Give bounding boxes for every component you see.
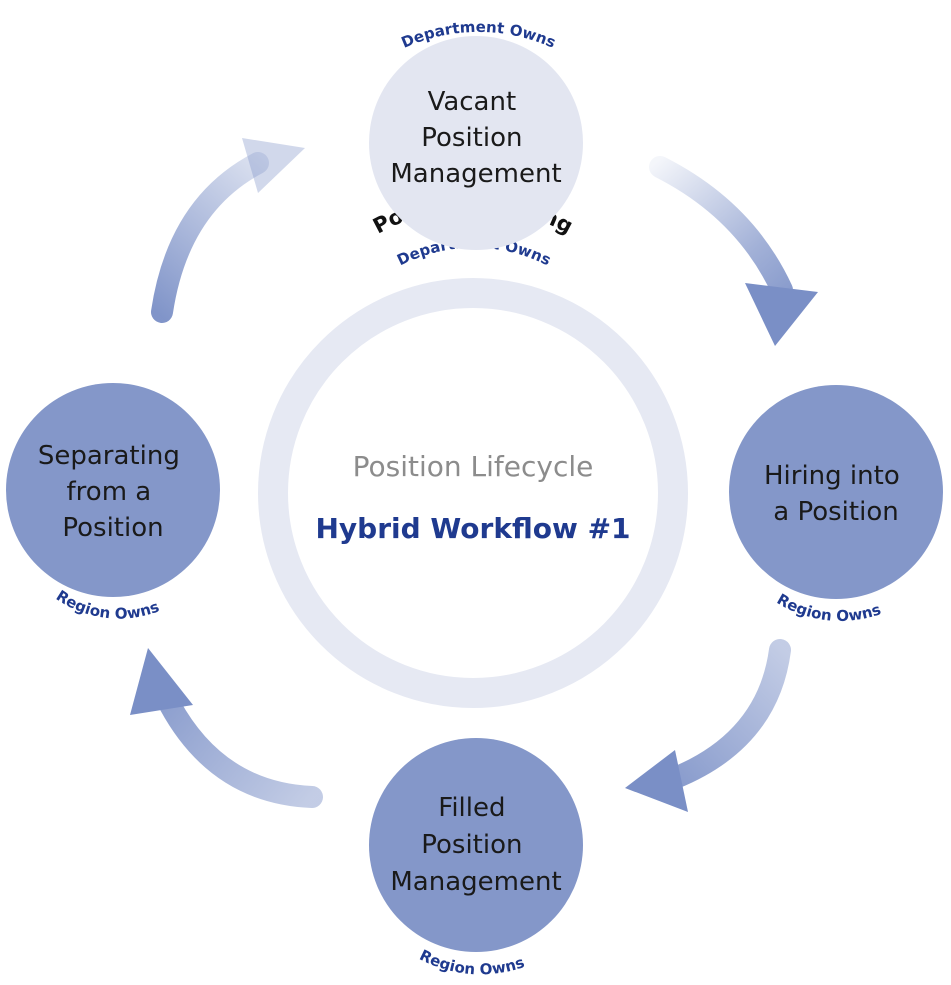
- node-separating-circle: [6, 383, 220, 597]
- node-vacant-position-management[interactable]: Vacant Position Management: [369, 36, 583, 250]
- node-separating-from-a-position[interactable]: Separating from a Position: [6, 383, 220, 597]
- node-vacant-circle: [369, 36, 583, 250]
- position-funding-ring: [258, 278, 688, 708]
- node-hiring-label: Hiring into a Position: [764, 461, 908, 527]
- center-subtitle: Hybrid Workflow #1: [315, 512, 630, 545]
- node-hiring-circle: [729, 385, 943, 599]
- node-vacant-label: Vacant Position Management: [390, 87, 561, 189]
- node-filled-label: Filled Position Management: [390, 793, 561, 897]
- node-hiring-into-a-position[interactable]: Hiring into a Position: [729, 385, 943, 599]
- arrow-vacant-to-hiring: [649, 156, 818, 346]
- node-separating-label: Separating from a Position: [38, 441, 188, 543]
- node-filled-position-management[interactable]: Filled Position Management: [369, 738, 583, 952]
- arrow-hiring-to-filled: [625, 639, 791, 812]
- center-title: Position Lifecycle: [353, 450, 594, 483]
- node-filled-circle: [369, 738, 583, 952]
- arrow-filled-to-separating: [130, 648, 323, 808]
- arrow-separating-to-vacant: [151, 138, 305, 323]
